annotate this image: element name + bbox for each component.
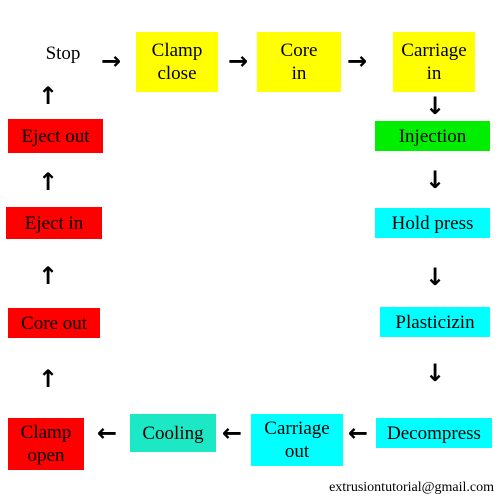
step-clamp-close: Clamp close [136,32,218,92]
step-label: Hold press [391,212,474,234]
arrow-up-icon: ↑ [37,168,59,196]
step-carriage-out: Carriage out [251,414,343,466]
arrow-right-icon: → [100,47,122,75]
step-label: Stop [45,42,81,64]
arrow-left-icon: ← [221,419,243,447]
arrow-down-icon: ↓ [424,166,446,194]
step-label: Eject out [21,125,90,147]
step-label: Plasticizin [395,311,475,333]
arrow-left-icon: ← [96,419,118,447]
step-stop: Stop [30,40,96,66]
arrow-up-icon: ↑ [37,262,59,290]
arrow-down-icon: ↓ [424,92,446,120]
step-core-out: Core out [8,308,100,338]
arrow-up-icon: ↑ [37,365,59,393]
step-label: Cooling [142,422,204,444]
step-core-in: Core in [257,32,341,92]
step-label: Injection [398,125,467,147]
arrow-down-icon: ↓ [424,359,446,387]
step-eject-out: Eject out [8,119,103,153]
step-label: Core in [280,40,318,84]
footer-email: extrusiontutorial@gmail.com [329,480,494,495]
arrow-up-icon: ↑ [37,82,59,110]
step-injection: Injection [375,121,490,151]
step-label: Clamp open [20,422,72,466]
arrow-right-icon: → [346,47,368,75]
step-label: Carriage in [401,40,467,84]
arrow-right-icon: → [227,47,249,75]
step-cooling: Cooling [130,414,216,452]
arrow-left-icon: ← [347,419,369,447]
step-label: Decompress [387,422,481,444]
step-eject-in: Eject in [6,207,102,239]
step-carriage-in: Carriage in [393,32,475,92]
step-decompress: Decompress [376,418,492,448]
step-hold-press: Hold press [375,208,490,238]
step-label: Eject in [24,212,84,234]
step-clamp-open: Clamp open [8,418,84,470]
step-label: Carriage out [264,418,330,462]
arrow-down-icon: ↓ [424,263,446,291]
step-label: Clamp close [151,40,203,84]
step-plasticizin: Plasticizin [380,307,490,337]
step-label: Core out [21,312,87,334]
